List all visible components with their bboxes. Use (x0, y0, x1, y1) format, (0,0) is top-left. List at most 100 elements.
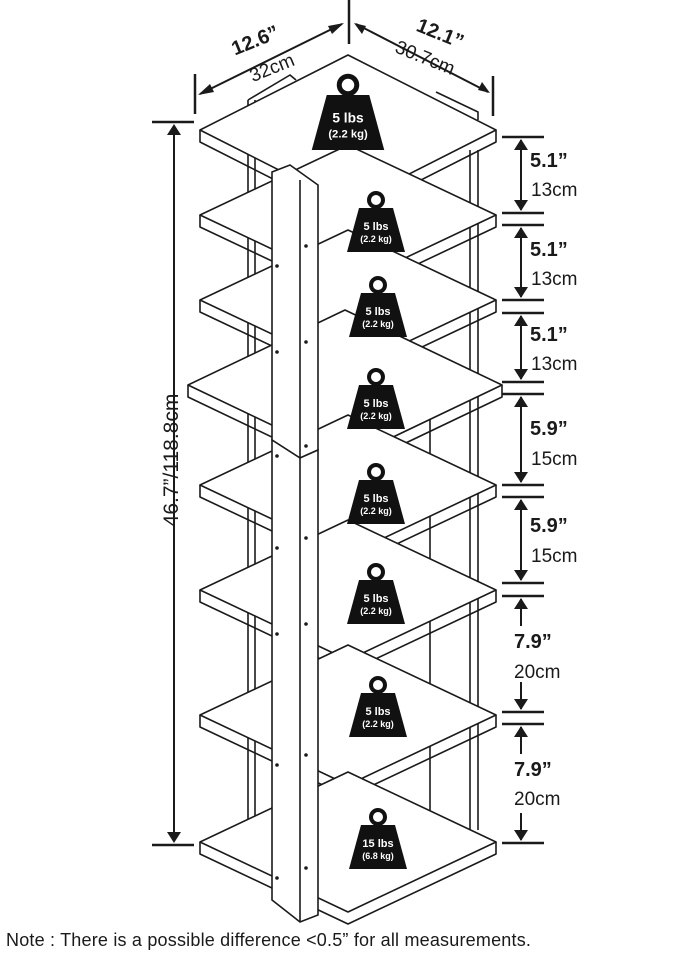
spacing-4-cm: 15cm (531, 449, 577, 470)
weight-lbs-label: 15 lbs (362, 838, 393, 850)
weight-handle (369, 276, 387, 294)
weight-icon: 15 lbs(6.8 kg) (349, 808, 407, 869)
shelf-7 (199, 644, 497, 786)
weight-handle (367, 563, 385, 581)
weight-kg-label: (2.2 kg) (360, 234, 392, 244)
screw-hole (304, 244, 308, 248)
arrow-head (514, 139, 528, 150)
weight-body (349, 693, 407, 737)
arrow-head (514, 570, 528, 581)
weight-handle (367, 191, 385, 209)
weight-lbs-label: 5 lbs (365, 706, 390, 718)
shelf-8-edge (199, 842, 497, 925)
height-label: 46.7”/118.8cm (160, 394, 183, 527)
shelf-structure (187, 54, 503, 925)
screw-hole (275, 632, 279, 636)
weight-kg-label: (2.2 kg) (360, 606, 392, 616)
spacing-5-inches: 5.9” (530, 515, 568, 537)
weight-body (349, 825, 407, 869)
weight-kg-label: (6.8 kg) (362, 851, 394, 861)
top-right-bracket (435, 91, 479, 120)
arrow-head (514, 227, 528, 238)
measurement-note: Note : There is a possible difference <0… (6, 930, 532, 950)
arrow-head (198, 84, 214, 95)
screw-hole (304, 866, 308, 870)
arrow-head (354, 23, 366, 34)
weight-kg-label: (2.2 kg) (362, 319, 394, 329)
screw-hole (275, 454, 279, 458)
arrow-head (167, 832, 181, 843)
top-left-bracket (247, 74, 297, 101)
weight-lbs-label: 5 lbs (365, 306, 390, 318)
width-inches-label: 12.6” (229, 22, 283, 61)
weight-icon: 5 lbs(2.2 kg) (349, 676, 407, 737)
weight-handle (369, 676, 387, 694)
spacing-6-inches: 7.9” (514, 631, 552, 653)
arrow-head (514, 315, 528, 326)
screw-hole (304, 622, 308, 626)
weight-body (347, 480, 405, 524)
weight-lbs-label: 5 lbs (363, 493, 388, 505)
spacing-1-inches: 5.1” (530, 150, 568, 172)
arrow-head (514, 598, 528, 609)
shelf-8 (199, 771, 497, 913)
weight-icon: 5 lbs(2.2 kg) (347, 463, 405, 524)
weight-lbs-label: 5 lbs (332, 111, 364, 126)
screw-hole (275, 350, 279, 354)
weight-icon: 5 lbs(2.2 kg) (349, 276, 407, 337)
arrow-head (328, 23, 344, 34)
screw-hole (304, 444, 308, 448)
arrow-head (514, 200, 528, 211)
weight-icon: 5 lbs(2.2 kg) (347, 563, 405, 624)
width-line (199, 23, 343, 95)
weight-lbs-label: 5 lbs (363, 593, 388, 605)
weight-kg-label: (2.2 kg) (360, 411, 392, 421)
arrow-head (514, 699, 528, 710)
weight-body (347, 385, 405, 429)
width-cm-label: 32cm (247, 50, 298, 87)
arrow-head (514, 830, 528, 841)
weight-icon: 5 lbs(2.2 kg) (347, 368, 405, 429)
weight-icon: 5 lbs(2.2 kg) (347, 191, 405, 252)
weight-handle (369, 808, 387, 826)
screw-hole (275, 546, 279, 550)
weight-body (347, 208, 405, 252)
screw-hole (304, 753, 308, 757)
screw-hole (304, 340, 308, 344)
spacing-3-cm: 13cm (531, 354, 577, 375)
screw-hole (275, 763, 279, 767)
depth-line (355, 23, 489, 93)
spacing-1-cm: 13cm (531, 180, 577, 201)
arrow-head (514, 499, 528, 510)
weight-body (347, 580, 405, 624)
front-post-upper (271, 164, 319, 459)
weight-body (349, 293, 407, 337)
weight-lbs-label: 5 lbs (363, 221, 388, 233)
arrow-head (514, 396, 528, 407)
weight-kg-label: (2.2 kg) (328, 129, 368, 141)
weight-icon: 5 lbs (2.2 kg) (311, 73, 385, 150)
weight-icons: 5 lbs(2.2 kg)5 lbs(2.2 kg)5 lbs(2.2 kg)5… (311, 73, 407, 869)
arrow-head (514, 472, 528, 483)
front-post-lower (271, 438, 319, 923)
spacing-7-inches: 7.9” (514, 759, 552, 781)
weight-handle (336, 73, 360, 97)
weight-body (311, 95, 385, 150)
arrow-head (514, 369, 528, 380)
spacing-2-cm: 13cm (531, 269, 577, 290)
weight-handle (367, 368, 385, 386)
spacing-5-cm: 15cm (531, 546, 577, 567)
weight-kg-label: (2.2 kg) (360, 506, 392, 516)
screw-hole (275, 876, 279, 880)
weight-kg-label: (2.2 kg) (362, 719, 394, 729)
spacing-2-inches: 5.1” (530, 239, 568, 261)
shelf-6 (199, 519, 497, 661)
weight-lbs-label: 5 lbs (363, 398, 388, 410)
arrow-head (514, 287, 528, 298)
arrow-head (478, 82, 490, 93)
weight-handle (367, 463, 385, 481)
spacing-6-cm: 20cm (514, 662, 560, 683)
spacing-3-inches: 5.1” (530, 324, 568, 346)
screw-hole (304, 536, 308, 540)
